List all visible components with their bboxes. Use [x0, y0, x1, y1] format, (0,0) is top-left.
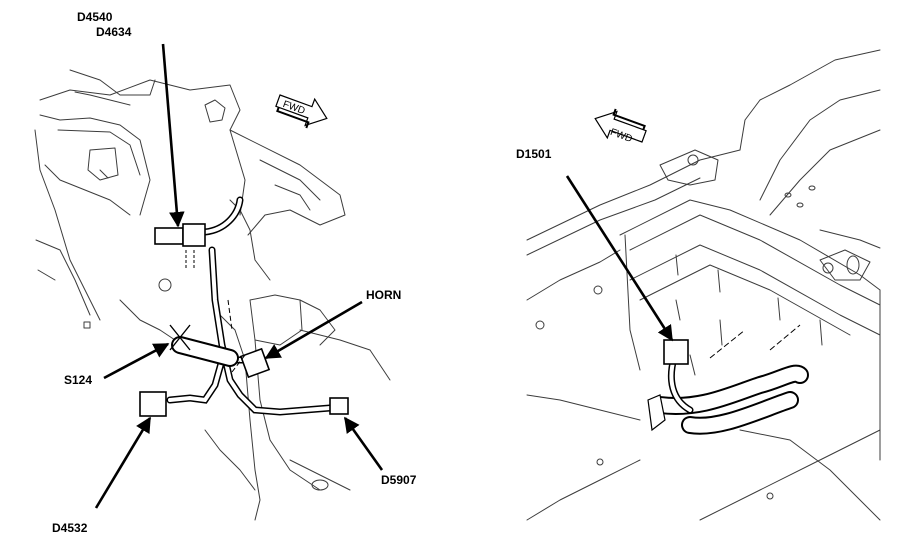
callout-d4540: D4540 — [77, 10, 113, 24]
right-view-frame-linework — [526, 49, 881, 521]
right-forward-arrow-icon — [594, 108, 647, 143]
callout-d5907: D5907 — [381, 473, 417, 487]
left-harness — [139, 196, 349, 417]
callout-d4634: D4634 — [96, 25, 132, 39]
callout-horn: HORN — [366, 288, 402, 302]
right-harness — [647, 324, 809, 435]
callout-d1501: D1501 — [516, 147, 552, 161]
left-leader-lines — [94, 43, 384, 509]
callout-d4532: D4532 — [52, 521, 88, 535]
callout-s124: S124 — [64, 373, 93, 387]
right-leader-lines — [565, 175, 674, 342]
left-forward-arrow-icon: FWD — [275, 94, 328, 129]
